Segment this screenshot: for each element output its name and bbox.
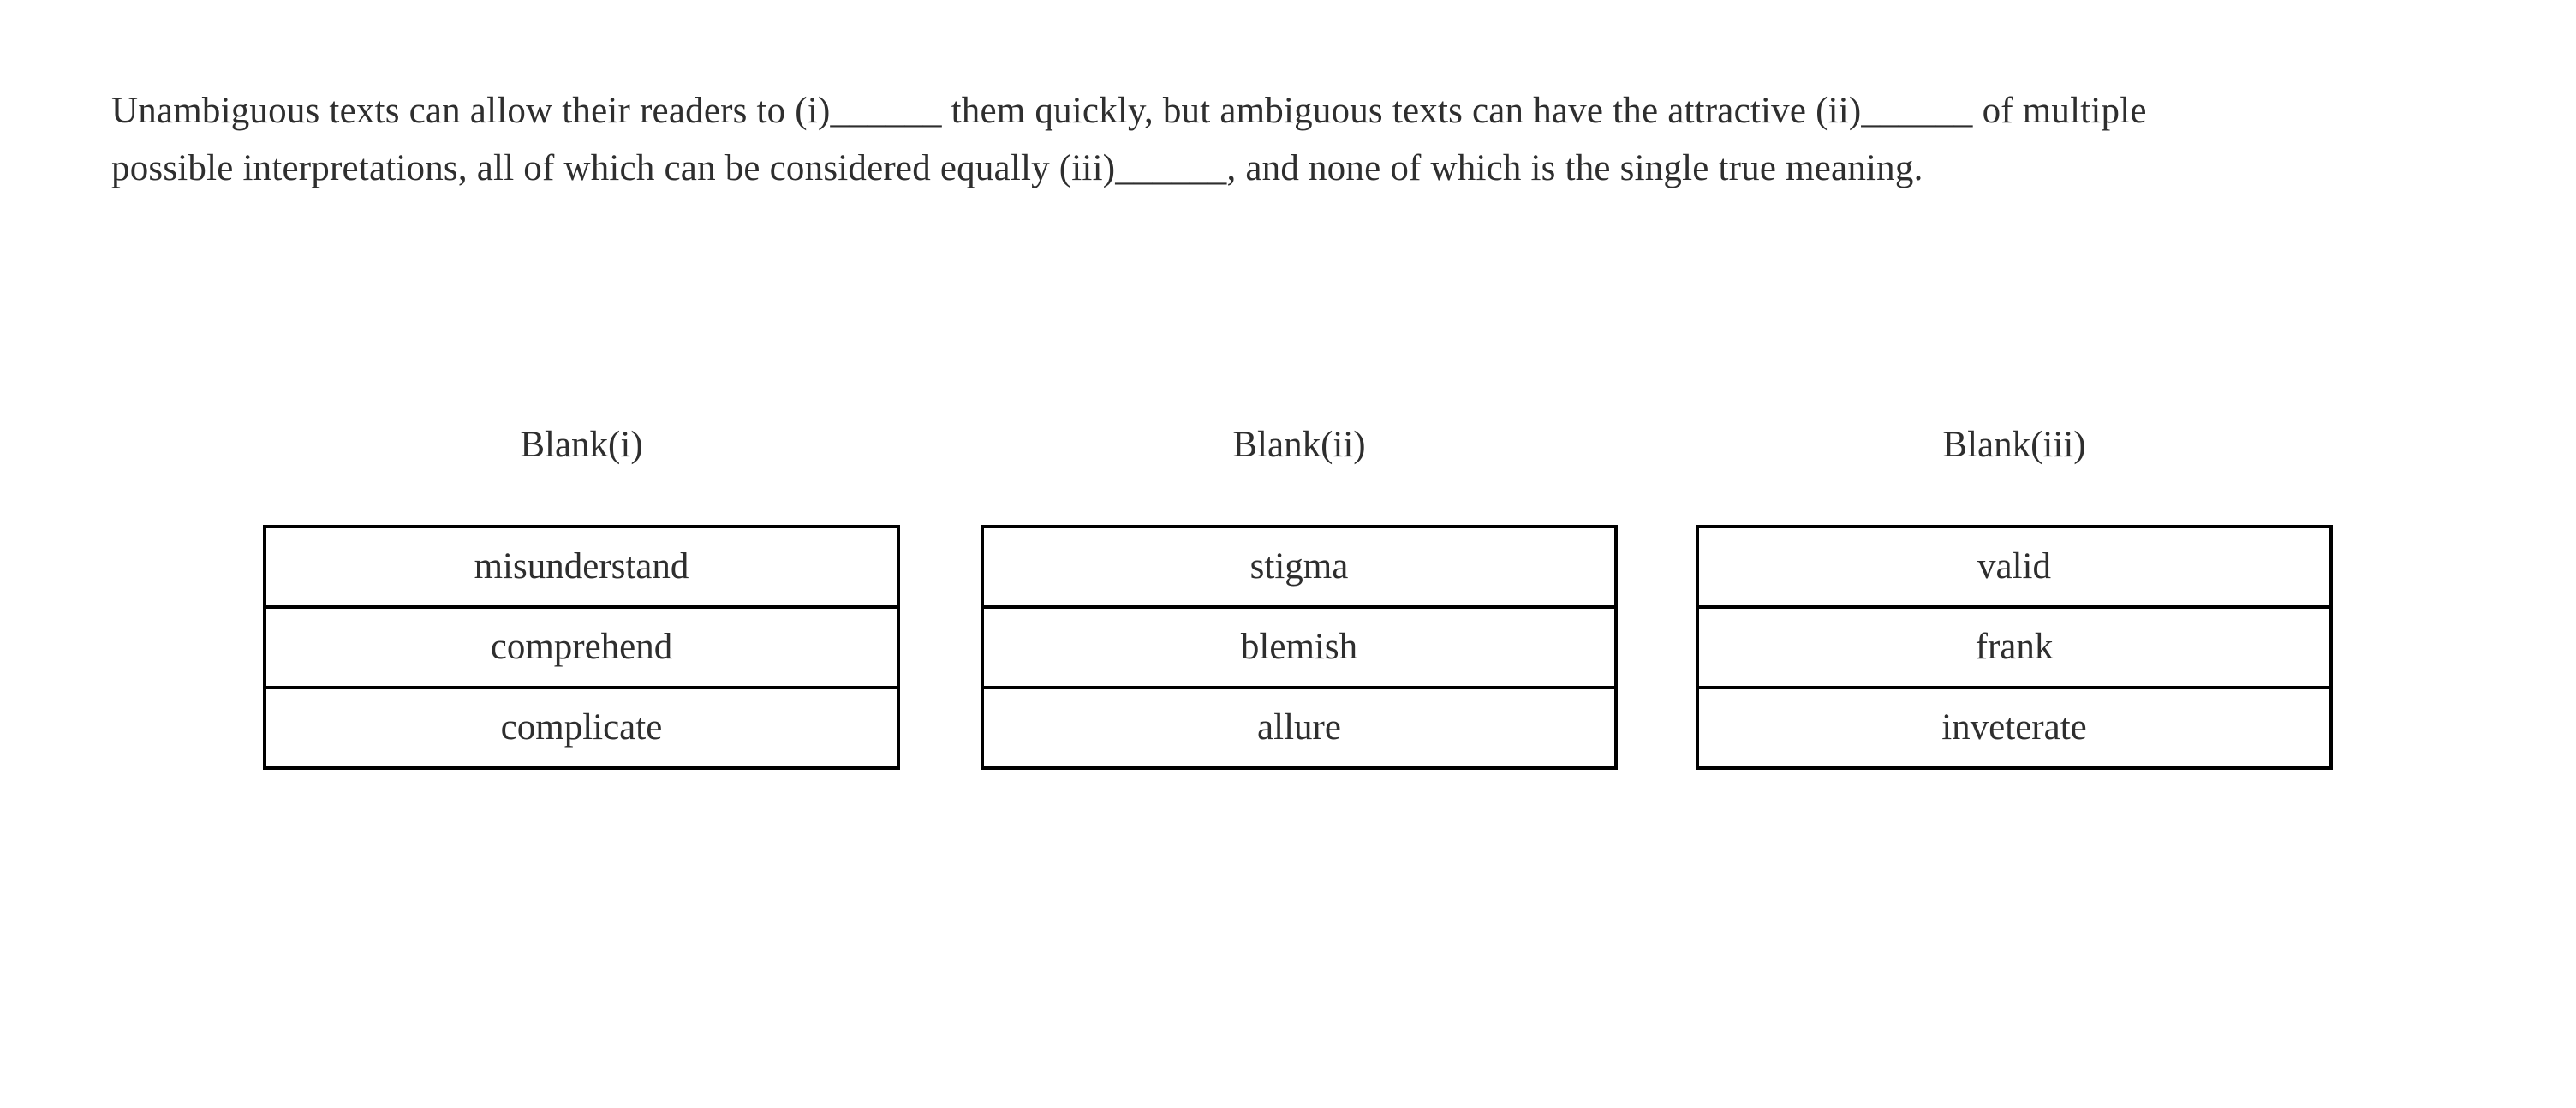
blank-i-options-table: misunderstand comprehend complicate bbox=[263, 525, 900, 770]
blank-iii-options-table: valid frank inveterate bbox=[1696, 525, 2333, 770]
blank-iii-option-3[interactable]: inveterate bbox=[1699, 686, 2329, 766]
blank-ii-label: Blank(ii) bbox=[1232, 425, 1366, 465]
blank-iii-option-1[interactable]: valid bbox=[1699, 528, 2329, 605]
blank-ii-column: Blank(ii) stigma blemish allure bbox=[981, 421, 1618, 770]
blank-i-option-1[interactable]: misunderstand bbox=[266, 528, 897, 605]
blank-iii-option-2[interactable]: frank bbox=[1699, 605, 2329, 686]
blank-ii-option-3[interactable]: allure bbox=[984, 686, 1614, 766]
blank-ii-option-2[interactable]: blemish bbox=[984, 605, 1614, 686]
question-passage: Unambiguous texts can allow their reader… bbox=[111, 82, 2518, 197]
passage-line-1: Unambiguous texts can allow their reader… bbox=[111, 91, 2147, 131]
blank-i-option-3[interactable]: complicate bbox=[266, 686, 897, 766]
blank-ii-options-table: stigma blemish allure bbox=[981, 525, 1618, 770]
passage-line-2: possible interpretations, all of which c… bbox=[111, 148, 1923, 188]
blank-i-label: Blank(i) bbox=[520, 425, 643, 465]
blank-iii-label: Blank(iii) bbox=[1942, 425, 2086, 465]
blank-iii-column: Blank(iii) valid frank inveterate bbox=[1696, 421, 2333, 770]
blank-i-column: Blank(i) misunderstand comprehend compli… bbox=[263, 421, 900, 770]
blank-i-option-2[interactable]: comprehend bbox=[266, 605, 897, 686]
blank-ii-option-1[interactable]: stigma bbox=[984, 528, 1614, 605]
